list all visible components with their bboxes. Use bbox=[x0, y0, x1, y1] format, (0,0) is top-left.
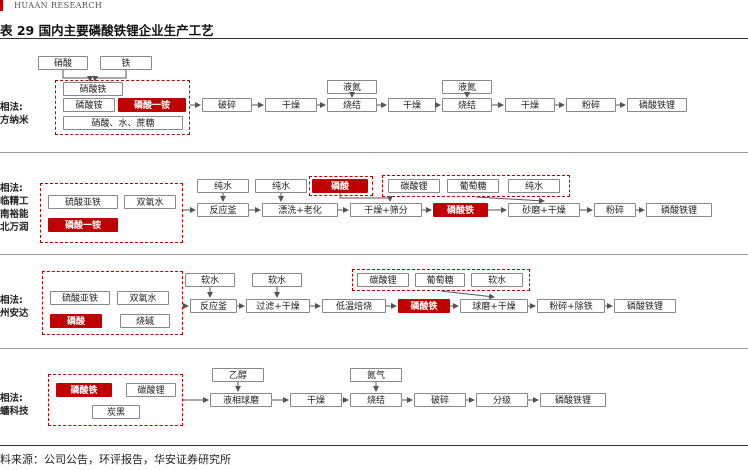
row2-step-dry-sieve: 干燥+筛分 bbox=[350, 203, 422, 217]
row2-pure-water-2: 纯水 bbox=[255, 179, 307, 193]
row3-soft-water-1: 软水 bbox=[185, 273, 235, 287]
row4-nitrogen: 氮气 bbox=[350, 368, 402, 382]
row4-step-sintering: 烧结 bbox=[350, 393, 402, 407]
row2-hydrogen-peroxide: 双氧水 bbox=[124, 195, 176, 209]
row4-label: 相法:蟠科技 bbox=[0, 393, 29, 417]
row1-step-crushing: 破碎 bbox=[202, 98, 252, 112]
row1-product-lfp: 磷酸铁锂 bbox=[627, 98, 687, 112]
row2-phosphoric-acid-group bbox=[309, 176, 373, 196]
row3-product-lfp: 磷酸铁锂 bbox=[614, 299, 676, 313]
row3-lithium-carbonate: 碳酸锂 bbox=[357, 273, 409, 287]
row1-input-iron: 铁 bbox=[100, 56, 152, 70]
row1-ferric-nitrate: 硝酸铁 bbox=[63, 82, 123, 96]
row2-separator bbox=[0, 254, 748, 255]
brand-logo-mark bbox=[0, 0, 3, 11]
row4-raw-material-group bbox=[48, 374, 183, 426]
row2-lithium-carbonate: 碳酸锂 bbox=[388, 179, 440, 193]
row4-step-drying: 干燥 bbox=[290, 393, 342, 407]
row4-step-crushing: 破碎 bbox=[414, 393, 466, 407]
row4-lithium-carbonate: 碳酸锂 bbox=[126, 383, 176, 397]
row2-product-lfp: 磷酸铁锂 bbox=[646, 203, 712, 217]
row1-raw-material-group bbox=[55, 80, 190, 135]
row4-step-liquid-ball-mill: 液相球磨 bbox=[210, 393, 272, 407]
row1-step-sintering-2: 烧结 bbox=[442, 98, 492, 112]
row3-lithium-source-group bbox=[352, 269, 530, 291]
source-note: 料来源：公司公告，环评报告，华安证券研究所 bbox=[0, 453, 231, 466]
row2-step-reactor: 反应釜 bbox=[197, 203, 249, 217]
row2-glucose: 葡萄糖 bbox=[447, 179, 499, 193]
row2-label: 相法:临精工 南裕能北万润 bbox=[0, 183, 29, 233]
row3-step-low-temp-roast: 低温焙烧 bbox=[322, 299, 386, 313]
row1-label: 相法:方纳米 bbox=[0, 102, 29, 126]
row4-carbon-black: 炭黑 bbox=[92, 405, 140, 419]
row3-soft-water-2: 软水 bbox=[252, 273, 302, 287]
row1-step-drying-1: 干燥 bbox=[265, 98, 317, 112]
row3-caustic-soda: 烧碱 bbox=[120, 314, 170, 328]
row3-glucose: 葡萄糖 bbox=[415, 273, 465, 287]
row3-step-reactor: 反应釜 bbox=[190, 299, 237, 313]
row2-pure-water-3: 纯水 bbox=[508, 179, 560, 193]
row1-ammonium-phosphate: 磷酸铵 bbox=[63, 98, 115, 112]
row3-raw-material-group bbox=[42, 271, 183, 335]
figure-title: 表 29 国内主要磷酸铁锂企业生产工艺 bbox=[0, 23, 214, 38]
row2-iron-phosphate: 磷酸铁 bbox=[433, 203, 488, 217]
row3-phosphoric-acid: 磷酸 bbox=[50, 314, 102, 328]
row2-step-pulverizing: 粉碎 bbox=[594, 203, 636, 217]
row2-raw-material-group bbox=[40, 183, 183, 243]
row4-step-classification: 分级 bbox=[476, 393, 528, 407]
row3-step-pulverize-deiron: 粉碎+除铁 bbox=[537, 299, 605, 313]
row3-separator bbox=[0, 348, 748, 349]
row2-lithium-source-group bbox=[382, 175, 570, 197]
row4-iron-phosphate: 磷酸铁 bbox=[56, 383, 112, 397]
row1-separator bbox=[0, 152, 748, 153]
row3-soft-water-3: 软水 bbox=[471, 273, 523, 287]
title-rule bbox=[0, 38, 748, 39]
row3-hydrogen-peroxide: 双氧水 bbox=[117, 291, 169, 305]
row1-step-pulverizing: 粉碎 bbox=[566, 98, 616, 112]
row3-ferrous-sulfate: 硫酸亚铁 bbox=[50, 291, 110, 305]
row3-step-filter-dry: 过滤+干燥 bbox=[246, 299, 310, 313]
row2-pure-water-1: 纯水 bbox=[197, 179, 249, 193]
row1-step-drying-3: 干燥 bbox=[505, 98, 555, 112]
row2-phosphoric-acid: 磷酸 bbox=[312, 179, 368, 193]
row2-mono-ammonium-phosphate: 磷酸一铵 bbox=[48, 218, 118, 232]
row3-step-ball-mill-dry: 球磨+干燥 bbox=[460, 299, 528, 313]
row1-mono-ammonium-phosphate: 磷酸一铵 bbox=[118, 98, 186, 112]
row4-ethanol: 乙醇 bbox=[212, 368, 264, 382]
row3-label: 相法:州安达 bbox=[0, 295, 29, 319]
row4-product-lfp: 磷酸铁锂 bbox=[540, 393, 606, 407]
brand-name: HUAAN RESEARCH bbox=[14, 1, 103, 10]
row1-input-nitric-acid: 硝酸 bbox=[38, 56, 88, 70]
row2-step-rinse-aging: 漂洗+老化 bbox=[262, 203, 338, 217]
source-rule bbox=[0, 445, 748, 446]
row3-iron-phosphate: 磷酸铁 bbox=[398, 299, 450, 313]
row1-nitric-water-sucrose: 硝酸、水、蔗糖 bbox=[63, 116, 183, 130]
row1-step-sintering-1: 烧结 bbox=[327, 98, 377, 112]
row2-ferrous-sulfate: 硫酸亚铁 bbox=[48, 195, 118, 209]
